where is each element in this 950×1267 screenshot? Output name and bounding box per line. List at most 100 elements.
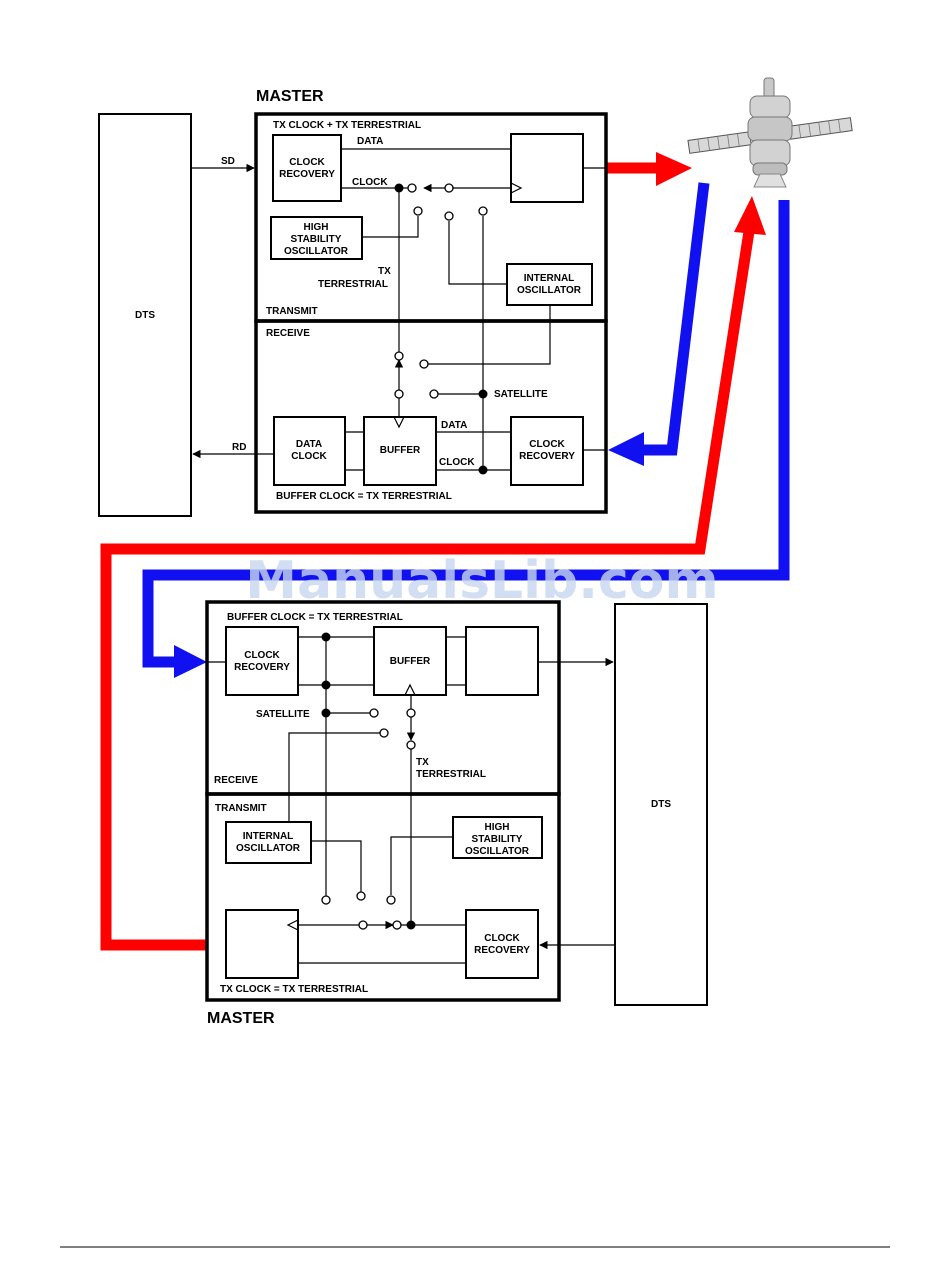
top-dts-label: DTS [135, 310, 155, 321]
top-tx-data-label: DATA [357, 136, 383, 147]
top-rx-switch-int [419, 359, 429, 369]
satellite-icon [687, 77, 853, 188]
red-uplink-top-arrow [656, 152, 692, 186]
top-rx-footer: BUFFER CLOCK = TX TERRESTRIAL [276, 491, 452, 502]
top-rd-label: RD [232, 442, 246, 453]
top-tx-terrestrial-l1: TX [378, 266, 391, 277]
bottom-tx-hso-l2: STABILITY [472, 834, 523, 845]
top-dts-block [98, 113, 192, 517]
top-tx-switch-sat [478, 206, 488, 216]
bottom-rx-switch-buf [406, 708, 416, 718]
blue-downlink-top-arrow [608, 432, 644, 466]
top-rx-switch-buf [394, 389, 404, 399]
bottom-rx-buffer-clk [404, 683, 416, 696]
top-tx-hso-l2: STABILITY [291, 234, 342, 245]
top-tx-internal-osc-l2: OSCILLATOR [517, 285, 582, 296]
bottom-tx-clock-input [286, 919, 299, 931]
bottom-tx-clock-recovery-l2: RECOVERY [474, 945, 530, 956]
blue-downlink-bottom-arrow [174, 645, 207, 678]
bottom-rx-clock-recovery-l1: CLOCK [244, 650, 280, 661]
top-rx-clock-junction [478, 465, 488, 475]
bottom-rx-buffer-label: BUFFER [390, 656, 431, 667]
bottom-master-title: MASTER [207, 1010, 275, 1027]
top-tx-junction [394, 183, 404, 193]
top-tx-modulator [510, 133, 584, 203]
bottom-rx-switch-int [379, 728, 389, 738]
bottom-transmit-footer: TX CLOCK = TX TERRESTRIAL [220, 984, 368, 995]
bottom-tx-switch-int [356, 891, 366, 901]
top-tx-clock-input [510, 182, 523, 194]
blue-downlink-top [640, 182, 710, 456]
bottom-tx-hso-l1: HIGH [485, 822, 510, 833]
top-rx-switch-sat [429, 389, 439, 399]
top-rx-clock-recovery-l2: RECOVERY [519, 451, 575, 462]
top-tx-terrestrial-l2: TERRESTRIAL [318, 279, 388, 290]
bottom-tx-hso-wire [390, 836, 453, 895]
bottom-dts-label: DTS [651, 799, 671, 810]
bottom-tx-int-osc-wire [311, 840, 362, 892]
red-uplink-bottom-arrow [734, 196, 766, 235]
top-rx-sat-junction [478, 389, 488, 399]
bottom-tx-clock-recovery [465, 909, 539, 979]
top-rx-data-clock [273, 416, 346, 486]
bottom-transmit-section: TRANSMIT [215, 803, 267, 814]
bottom-rx-junction-2 [321, 680, 331, 690]
top-tx-switch-int [444, 211, 454, 221]
bottom-tx-clock-recovery-l1: CLOCK [484, 933, 520, 944]
red-uplink-bottom [100, 224, 756, 951]
top-rx-int-osc-down [428, 305, 551, 365]
bottom-tx-modulator [225, 909, 299, 979]
bottom-dts-block [614, 603, 708, 1006]
bottom-rx-tx-terrestrial-l1: TX [416, 757, 429, 768]
top-tx-switch-2 [444, 183, 454, 193]
top-transmit-section: TRANSMIT [266, 306, 318, 317]
top-sd-label: SD [221, 156, 235, 167]
top-rx-satellite-label: SATELLITE [494, 389, 548, 400]
top-receive-frame [254, 319, 608, 514]
bottom-master: BUFFER CLOCK = TX TERRESTRIAL RECEIVE TR… [205, 600, 708, 1027]
top-tx-hso-l3: OSCILLATOR [284, 246, 349, 257]
top-rx-buffer-clk [393, 416, 405, 429]
top-rx-switch-tx [394, 351, 404, 361]
bottom-rx-switch-sat [369, 708, 379, 718]
top-tx-clock-label: CLOCK [352, 177, 388, 188]
top-tx-clock-recovery [272, 134, 342, 202]
top-tx-hso-l1: HIGH [304, 222, 329, 233]
bottom-int-osc-up [288, 732, 380, 822]
top-rx-data-clock-l2: CLOCK [291, 451, 327, 462]
bottom-tx-hso-l3: OSCILLATOR [465, 846, 530, 857]
top-tx-clock-recovery-l2: RECOVERY [279, 169, 335, 180]
bottom-tx-internal-osc-l1: INTERNAL [243, 831, 294, 842]
top-transmit-header: TX CLOCK + TX TERRESTRIAL [273, 120, 421, 131]
bottom-rx-switch-tx [406, 740, 416, 750]
bottom-rx-clock-recovery-l2: RECOVERY [234, 662, 290, 673]
bottom-tx-internal-osc [225, 821, 312, 864]
top-rx-buffer [363, 416, 437, 486]
bottom-receive-header: BUFFER CLOCK = TX TERRESTRIAL [227, 612, 403, 623]
top-master: MASTER DTS TX CLOCK + TX TERRESTRIAL TRA… [98, 88, 608, 517]
bottom-receive-section: RECEIVE [214, 775, 258, 786]
top-master-title: MASTER [256, 88, 324, 105]
top-rx-clock-label: CLOCK [439, 457, 475, 468]
top-tx-hso [270, 216, 363, 260]
bottom-rx-sat-junction [321, 708, 331, 718]
top-tx-internal-osc-l1: INTERNAL [524, 273, 575, 284]
top-tx-hso-wire [362, 216, 419, 238]
top-rx-data-clock-l1: DATA [296, 439, 322, 450]
blue-downlink-bottom [142, 200, 790, 668]
satellite-links [100, 152, 790, 951]
bottom-tx-switch-1 [358, 920, 368, 930]
bottom-tx-switch-sat [321, 895, 331, 905]
bottom-transmit-frame [205, 792, 561, 1002]
top-tx-switch-hso [413, 206, 423, 216]
bottom-tx-junction [406, 920, 416, 930]
top-rx-clock-recovery [510, 416, 584, 486]
bottom-tx-switch-2 [392, 920, 402, 930]
top-rx-data-label: DATA [441, 420, 467, 431]
bottom-tx-hso [452, 816, 543, 859]
top-tx-clock-recovery-l1: CLOCK [289, 157, 325, 168]
bottom-tx-internal-osc-l2: OSCILLATOR [236, 843, 301, 854]
bottom-rx-junction-1 [321, 632, 331, 642]
bottom-rx-satellite-label: SATELLITE [256, 709, 310, 720]
